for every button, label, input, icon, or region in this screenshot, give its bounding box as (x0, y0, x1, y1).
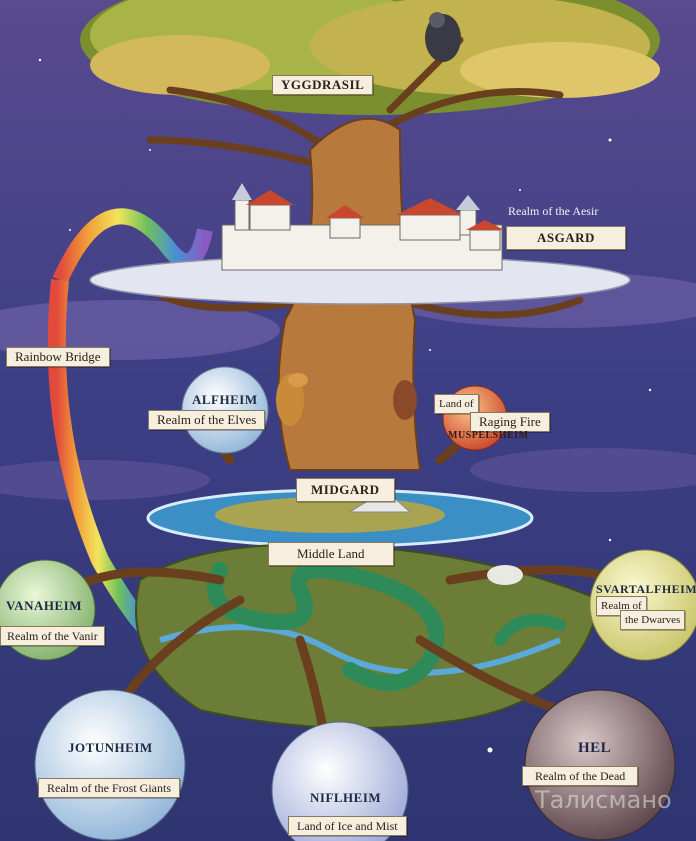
squirrel (393, 380, 417, 420)
midgard-label: MIDGARD (296, 478, 395, 502)
muspelheim-subtitle: Raging Fire (470, 412, 550, 432)
vanaheim-label: VANAHEIM (6, 598, 82, 613)
jotunheim-subtitle: Realm of the Frost Giants (38, 778, 180, 798)
svartalfheim-subtitle: the Dwarves (620, 610, 686, 630)
svartalfheim-label: SVARTALFHEIM (596, 582, 696, 596)
midgard-land (215, 497, 445, 533)
muspelheim-label: MUSPELSHEIM (448, 430, 529, 441)
goat (487, 565, 523, 585)
deer (276, 373, 308, 426)
alfheim-subtitle: Realm of the Elves (148, 410, 266, 430)
serpent-tail (494, 614, 566, 646)
alfheim-label: ALFHEIM (192, 392, 258, 407)
stars (38, 58, 652, 753)
niflheim-subtitle: Land of Ice and Mist (288, 816, 407, 836)
tree-canopy (80, 0, 660, 115)
hel-subtitle: Realm of the Dead (522, 766, 639, 786)
asgard-label: ASGARD (506, 226, 626, 250)
river (159, 624, 562, 676)
niflheim-orb (271, 721, 409, 841)
asgard-castle (221, 183, 504, 271)
jotunheim-orb (34, 689, 186, 841)
niflheim-label: NIFLHEIM (310, 790, 382, 805)
vanaheim-subtitle: Realm of the Vanir (0, 626, 105, 646)
serpent (207, 562, 445, 691)
asgard-subtitle: Realm of the Aesir (508, 204, 599, 218)
cloud (0, 300, 280, 360)
yggdrasil-label: YGGDRASIL (272, 75, 374, 95)
hel-label: HEL (578, 740, 612, 756)
middle-land-label: Middle Land (268, 542, 394, 566)
jotunheim-label: JOTUNHEIM (68, 740, 153, 755)
rainbow-bridge-arc (52, 208, 213, 284)
watermark: Талисмано (535, 786, 672, 814)
rainbow-bridge-label: Rainbow Bridge (6, 347, 110, 367)
eagle (425, 12, 461, 62)
cloud (470, 448, 696, 492)
cloud (0, 460, 210, 500)
muspelheim-prefix: Land of (434, 394, 479, 414)
hel-orb (524, 689, 676, 841)
